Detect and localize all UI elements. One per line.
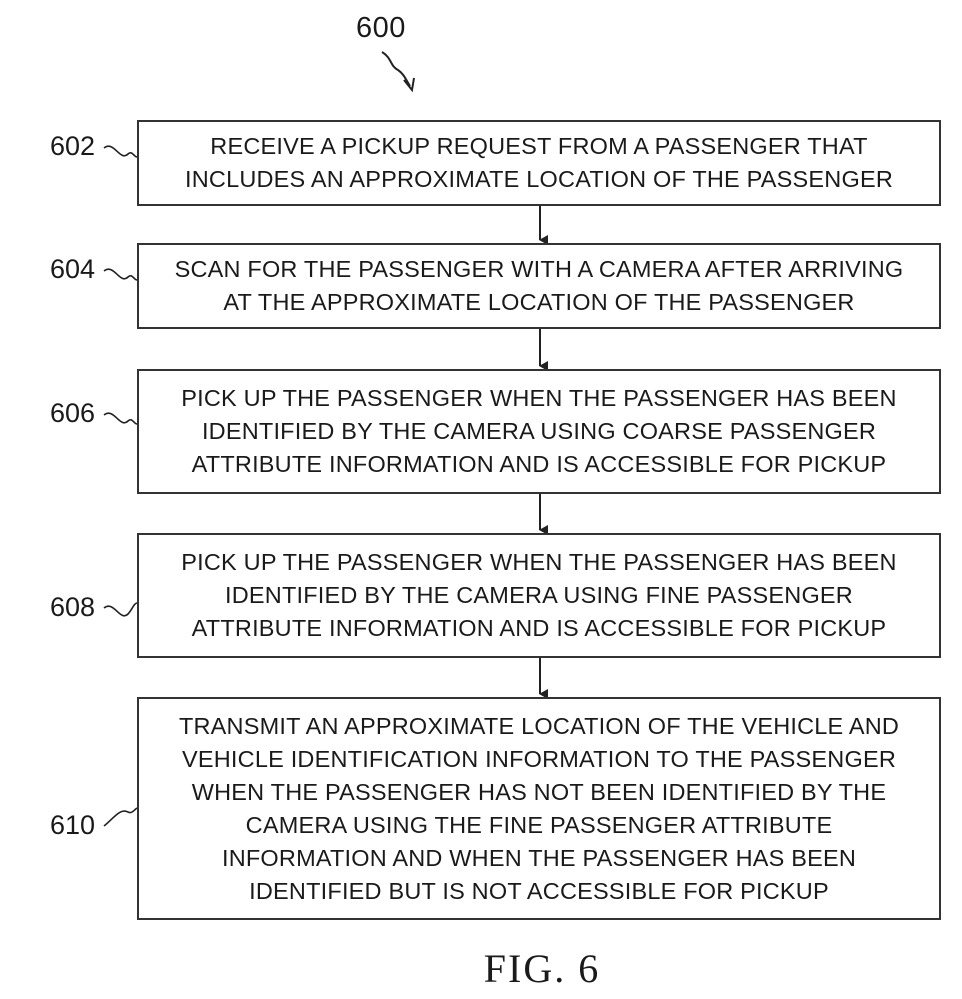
lead-line-608 xyxy=(104,603,137,616)
step-text-604: SCAN FOR THE PASSENGER WITH A CAMERA AFT… xyxy=(175,253,904,319)
step-text-608: PICK UP THE PASSENGER WHEN THE PASSENGER… xyxy=(181,546,896,645)
step-box-608: PICK UP THE PASSENGER WHEN THE PASSENGER… xyxy=(137,533,941,658)
lead-line-610 xyxy=(104,808,137,826)
lead-line-606 xyxy=(104,413,137,424)
ref-label-606: 606 xyxy=(50,398,95,429)
step-text-610: TRANSMIT AN APPROXIMATE LOCATION OF THE … xyxy=(179,710,899,908)
step-box-606: PICK UP THE PASSENGER WHEN THE PASSENGER… xyxy=(137,369,941,494)
figure-caption: FIG. 6 xyxy=(0,945,962,992)
step-box-610: TRANSMIT AN APPROXIMATE LOCATION OF THE … xyxy=(137,697,941,920)
lead-line-602 xyxy=(104,146,137,157)
step-text-606: PICK UP THE PASSENGER WHEN THE PASSENGER… xyxy=(181,382,896,481)
ref-label-610: 610 xyxy=(50,810,95,841)
ref-label-608: 608 xyxy=(50,592,95,623)
ref-label-602: 602 xyxy=(50,131,95,162)
step-text-602: RECEIVE A PICKUP REQUEST FROM A PASSENGE… xyxy=(185,130,893,196)
step-box-604: SCAN FOR THE PASSENGER WITH A CAMERA AFT… xyxy=(137,243,941,329)
ref-label-604: 604 xyxy=(50,254,95,285)
lead-line-604 xyxy=(104,269,137,280)
step-box-602: RECEIVE A PICKUP REQUEST FROM A PASSENGE… xyxy=(137,120,941,206)
